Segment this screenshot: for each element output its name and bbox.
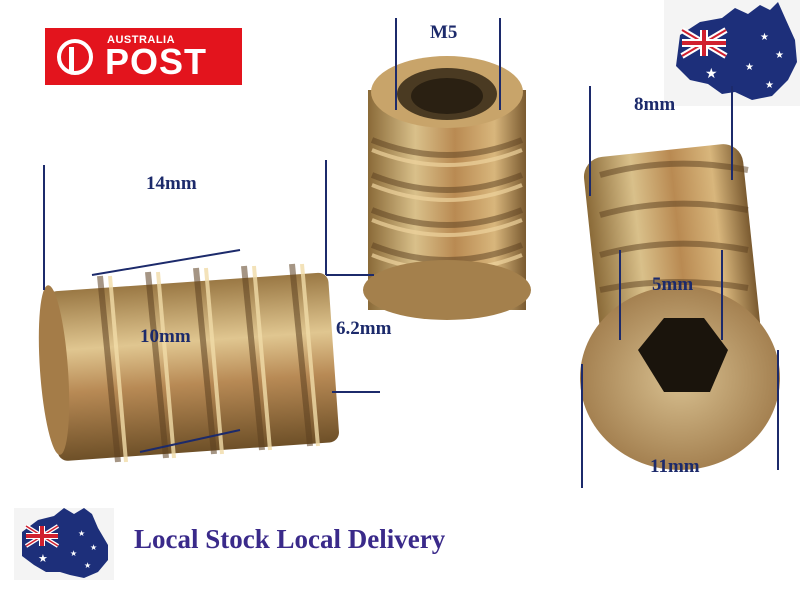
label-8mm: 8mm (634, 94, 676, 115)
dimension-lines (43, 18, 779, 488)
australia-post-logo: AUSTRALIA POST (45, 28, 242, 85)
tagline: Local Stock Local Delivery (134, 524, 446, 554)
svg-text:★: ★ (90, 543, 97, 552)
insert-nut-vertical (363, 56, 531, 320)
label-11mm: 11mm (650, 456, 700, 477)
logo-small-text: AUSTRALIA (107, 34, 176, 46)
svg-text:★: ★ (84, 561, 91, 570)
australia-map-flag-top: ★ ★ ★ ★ ★ (664, 0, 800, 106)
label-14mm: 14mm (146, 173, 197, 194)
svg-text:★: ★ (775, 50, 784, 61)
svg-text:★: ★ (705, 67, 718, 82)
svg-text:★: ★ (78, 529, 85, 538)
svg-text:★: ★ (745, 62, 754, 73)
svg-text:★: ★ (760, 32, 769, 43)
label-5mm: 5mm (652, 274, 694, 295)
insert-nut-horizontal (38, 263, 339, 463)
insert-nut-hex (580, 144, 780, 470)
label-6-2mm: 6.2mm (336, 318, 392, 339)
svg-text:★: ★ (38, 553, 48, 565)
australia-map-flag-bottom: ★ ★ ★ ★ ★ (14, 508, 114, 580)
svg-text:★: ★ (765, 80, 774, 91)
label-10mm: 10mm (140, 326, 191, 347)
logo-big-text: POST (105, 41, 208, 82)
post-p-icon (57, 39, 93, 75)
label-m5: M5 (430, 22, 458, 43)
svg-text:★: ★ (70, 549, 77, 558)
